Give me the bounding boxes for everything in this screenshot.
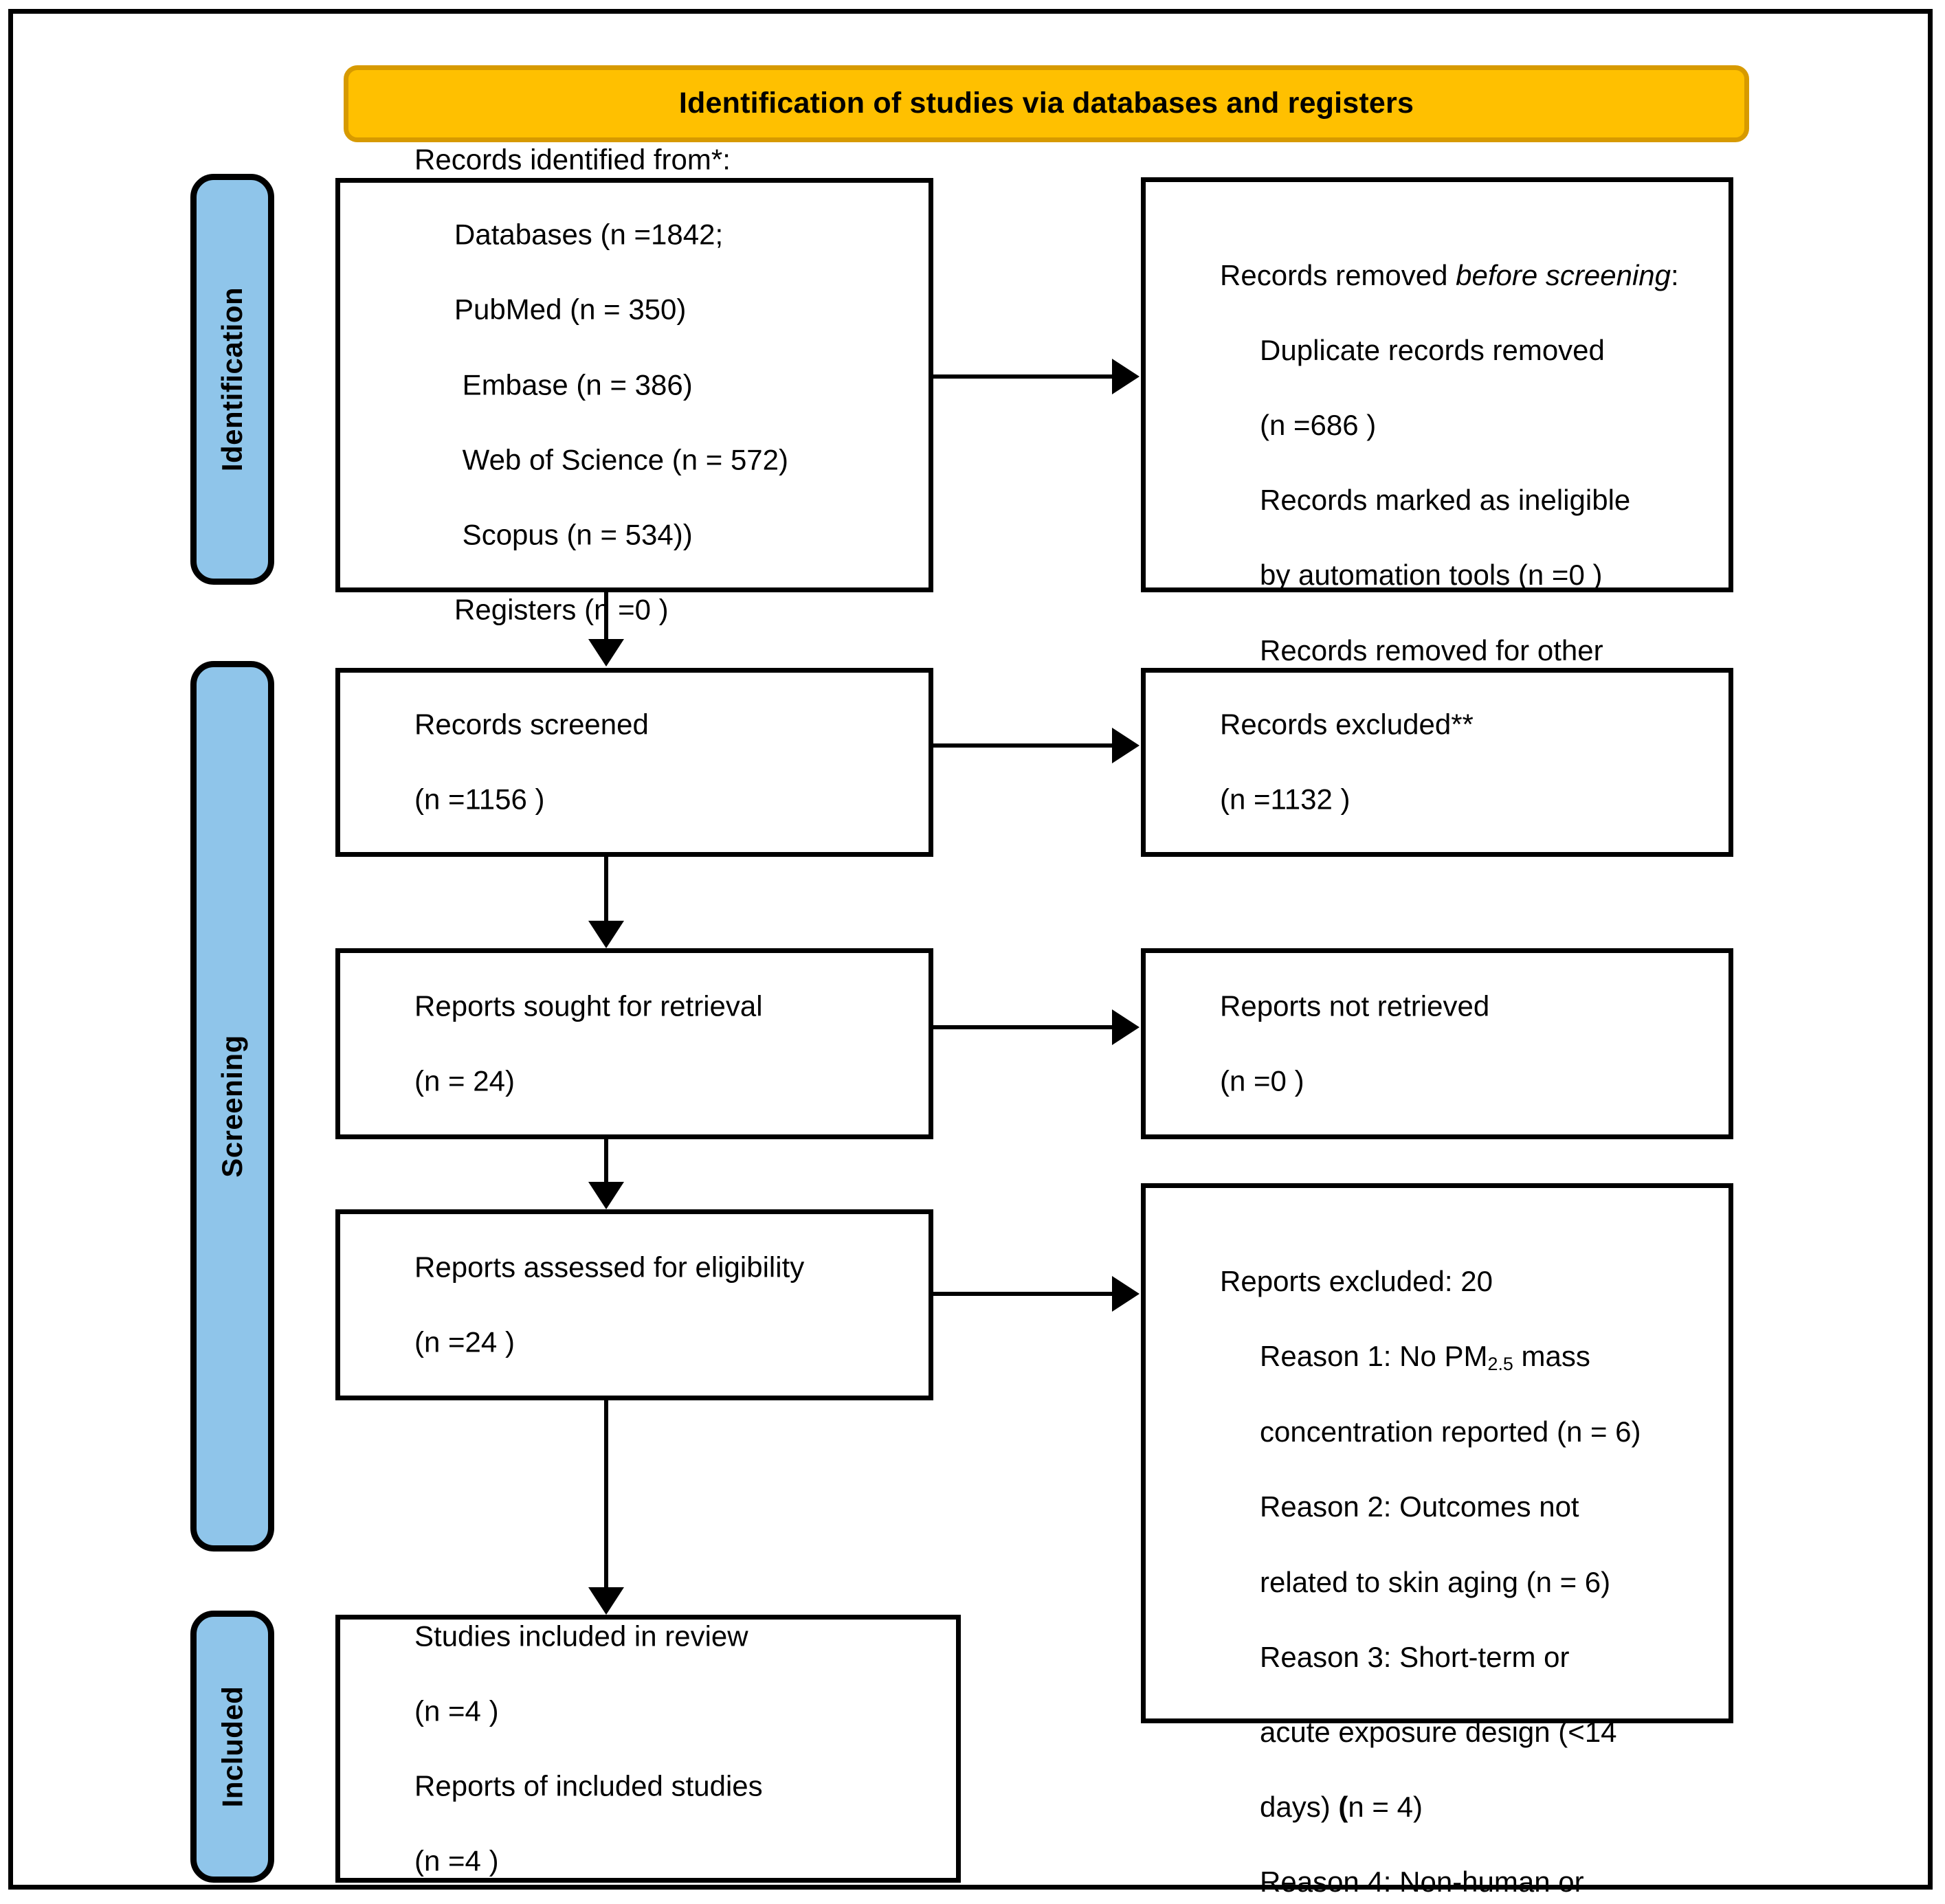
records-removed-line-1: (n =686 ) [1260,408,1377,441]
stage-label-screening: Screening [216,1035,249,1178]
reports-excluded-reason1-c: concentration reported (n = 6) [1260,1415,1641,1448]
reports-assessed-line1: Reports assessed for eligibility [414,1251,805,1284]
box-reports-excluded: Reports excluded: 20 Reason 1: No PM2.5 … [1141,1183,1733,1898]
header-title: Identification of studies via databases … [678,87,1414,120]
arrow-sought-to-assessed [588,1182,624,1209]
reports-excluded-title: Reports excluded: 20 [1220,1264,1493,1297]
studies-included-line1: Studies included in review [414,1619,748,1652]
records-removed-line-3: by automation tools (n =0 ) [1260,559,1603,592]
records-identified-line-4: Scopus (n = 534)) [454,518,693,551]
records-screened-line1: Records screened [414,708,649,741]
stage-bar-included: Included [190,1611,274,1883]
reports-not-retrieved-line2: (n =0 ) [1220,1064,1304,1097]
stage-label-included: Included [216,1685,248,1808]
reports-excluded-reason3-c-post: n = 4) [1348,1791,1423,1824]
records-excluded-line1: Records excluded** [1220,708,1474,741]
connector-assessed-to-excluded-reports [933,1292,1113,1296]
reports-excluded-reason3-a: Reason 3: Short-term or [1260,1640,1570,1673]
arrow-assessed-to-excluded-reports [1112,1276,1140,1312]
studies-included-line2: (n =4 ) [414,1694,499,1727]
box-reports-not-retrieved-text: Reports not retrieved (n =0 ) [1172,950,1719,1138]
box-studies-included: Studies included in review (n =4 ) Repor… [335,1615,961,1883]
connector-screened-to-sought [604,857,608,922]
box-reports-excluded-text: Reports excluded: 20 Reason 1: No PM2.5 … [1172,1225,1719,1904]
box-records-screened: Records screened (n =1156 ) [335,668,933,857]
connector-assessed-to-included [604,1400,608,1589]
reports-excluded-reason1-b: mass [1513,1339,1590,1372]
records-removed-title-plain: Records removed [1220,258,1456,291]
records-identified-line-1: PubMed (n = 350) [454,293,687,326]
records-removed-title-italic: before screening [1456,258,1671,291]
reports-excluded-reason3-c-pre: days) [1260,1791,1339,1824]
reports-excluded-reason2-b: related to skin aging (n = 6) [1260,1565,1611,1598]
reports-not-retrieved-line1: Reports not retrieved [1220,989,1490,1022]
arrow-screened-to-sought [588,921,624,948]
header-banner: Identification of studies via databases … [344,65,1749,142]
reports-sought-line2: (n = 24) [414,1064,515,1097]
arrow-screened-to-excluded [1112,728,1140,763]
box-reports-assessed: Reports assessed for eligibility (n =24 … [335,1209,933,1400]
box-records-identified-text: Records identified from*: Databases (n =… [366,104,919,667]
reports-excluded-reason2-a: Reason 2: Outcomes not [1260,1490,1579,1523]
records-identified-line-5: Registers (n =0 ) [454,593,669,626]
box-reports-sought-text: Reports sought for retrieval (n = 24) [366,950,919,1138]
stage-bar-screening: Screening [190,661,274,1552]
reports-assessed-line2: (n =24 ) [414,1325,515,1358]
connector-identified-to-screened [604,592,608,642]
records-identified-title: Records identified from*: [414,143,731,176]
connector-screened-to-excluded [933,743,1113,748]
box-records-identified: Records identified from*: Databases (n =… [335,144,933,626]
records-identified-line-0: Databases (n =1842; [454,218,724,251]
connector-sought-to-notretrieved [933,1025,1113,1029]
records-identified-line-2: Embase (n = 386) [454,368,693,401]
records-excluded-line2: (n =1132 ) [1220,783,1351,816]
box-records-excluded-text: Records excluded** (n =1132 ) [1172,669,1719,856]
box-reports-not-retrieved: Reports not retrieved (n =0 ) [1141,948,1733,1139]
records-identified-line-3: Web of Science (n = 572) [454,443,789,476]
reports-excluded-reason1-a: Reason 1: No PM [1260,1339,1488,1372]
box-records-screened-text: Records screened (n =1156 ) [366,669,919,856]
box-reports-assessed-text: Reports assessed for eligibility (n =24 … [366,1211,919,1399]
connector-sought-to-assessed [604,1139,608,1183]
arrow-assessed-to-included [588,1587,624,1615]
reports-sought-line1: Reports sought for retrieval [414,989,763,1022]
reports-excluded-reason3-b: acute exposure design (<14 [1260,1715,1617,1748]
reports-excluded-reason1-subscript: 2.5 [1487,1353,1513,1374]
box-records-excluded: Records excluded** (n =1132 ) [1141,668,1733,857]
stage-label-identification: Identification [216,287,248,472]
box-reports-sought: Reports sought for retrieval (n = 24) [335,948,933,1139]
records-removed-line-2: Records marked as ineligible [1260,484,1631,517]
box-records-removed: Records removed before screening: Duplic… [1141,177,1733,741]
studies-included-line3: Reports of included studies [414,1769,763,1802]
records-removed-title-suffix: : [1671,258,1679,291]
records-screened-line2: (n =1156 ) [414,783,545,816]
stage-bar-identification: Identification [190,174,274,585]
box-studies-included-text: Studies included in review (n =4 ) Repor… [366,1580,946,1904]
arrow-sought-to-notretrieved [1112,1009,1140,1045]
reports-excluded-reason3-c-bold: ( [1338,1791,1348,1824]
records-removed-line-4: Records removed for other [1260,634,1603,667]
studies-included-line4: (n =4 ) [414,1844,499,1877]
connector-identified-to-removed [933,374,1113,379]
reports-excluded-reason4-a: Reason 4: Non-human or [1260,1866,1584,1899]
arrow-identified-to-removed [1112,359,1140,394]
records-removed-line-0: Duplicate records removed [1260,333,1605,366]
arrow-identified-to-screened [588,639,624,667]
